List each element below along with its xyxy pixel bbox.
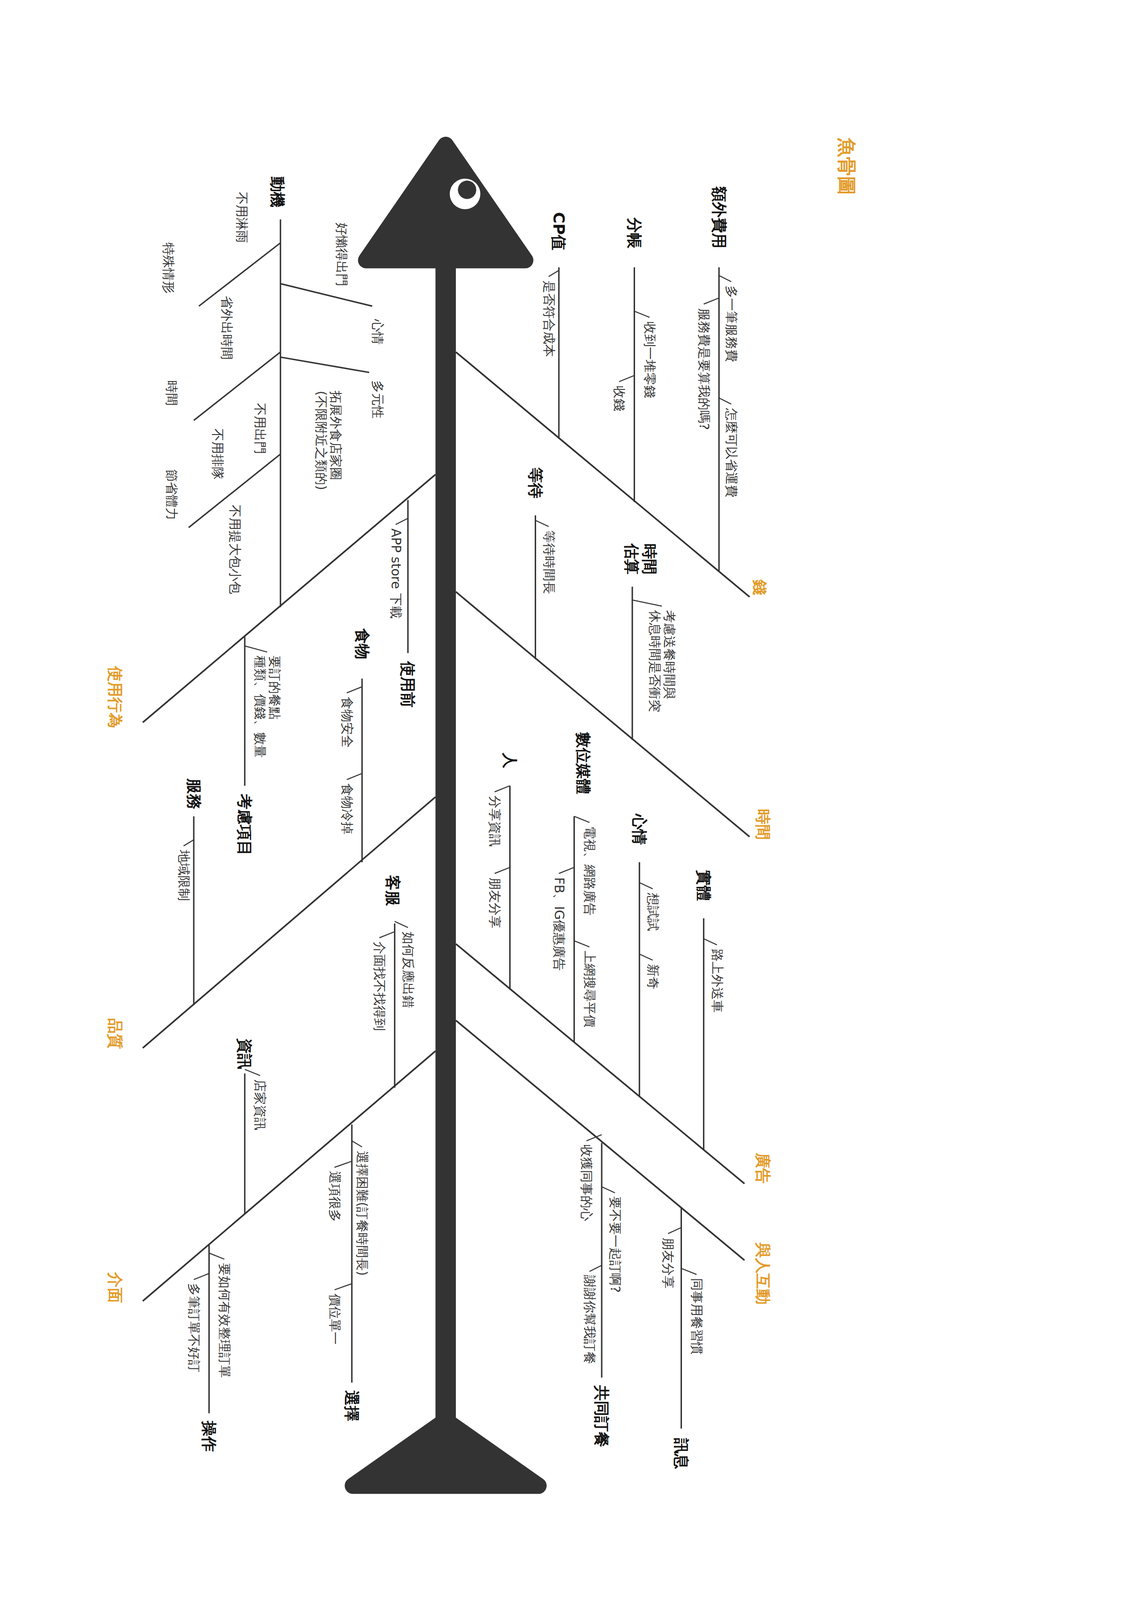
cause-label: 心情 — [370, 319, 385, 345]
branch-heading: 使用前 — [398, 661, 417, 708]
cause-label: 節省體力 — [164, 469, 179, 521]
cause-label: 省外出時間 — [218, 295, 234, 360]
diagram-title: 魚骨圖 — [835, 137, 858, 196]
branch-heading: 數位媒體 — [574, 732, 593, 795]
cause-label: FB、IG優惠廣告 — [551, 877, 567, 971]
cause-label: 要訂的餐點 種類、價錢、數量 — [252, 655, 282, 761]
cause-label: 謝謝你幫我訂餐 — [582, 1274, 597, 1364]
cause-label: 上網搜尋平價 — [582, 950, 597, 1028]
branch-heading: 操作 — [200, 1420, 218, 1452]
cause-label: 同事用餐習慣 — [689, 1277, 704, 1355]
branch-heading: 服務 — [184, 778, 203, 810]
cause-label: 不用排隊 — [209, 428, 225, 480]
cause-label: 朋友分享 — [660, 1237, 676, 1289]
branch-heading: CP值 — [549, 211, 568, 251]
category-label: 使用行為 — [106, 666, 124, 729]
cause-label: 時間 — [164, 380, 179, 406]
category-label: 品質 — [106, 1017, 124, 1049]
cause-label: 選項很多 — [327, 1170, 342, 1222]
cause-label: 是否符合成本 — [541, 280, 556, 357]
category-label: 錢 — [750, 579, 769, 595]
branch-heading: 共同訂餐 — [592, 1384, 611, 1447]
cause-label: 地域限制 — [175, 849, 191, 901]
category-label: 介面 — [106, 1271, 124, 1303]
branch-heading: 心情 — [630, 813, 649, 845]
cause-label: 不用淋雨 — [234, 191, 249, 243]
branch-heading: 等待 — [526, 467, 545, 499]
cause-label: 食物冷掉 — [339, 783, 354, 835]
branch-heading: 人 — [500, 752, 519, 769]
branch-heading: 考慮項目 — [235, 793, 254, 856]
cause-label: 好懶得出門 — [334, 222, 349, 287]
cause-label: 多一筆服務費 — [723, 285, 739, 362]
cause-label: APP store 下載 — [388, 528, 403, 619]
fish-pupil — [457, 180, 476, 199]
cause-label: 朋友分享 — [487, 877, 502, 929]
main-bones — [142, 351, 750, 1301]
branch-heading: 額外費用 — [710, 186, 729, 249]
category-label: 時間 — [754, 808, 772, 840]
fish-tail — [352, 1420, 539, 1486]
fish-eye — [449, 178, 481, 210]
branch-heading: 實體 — [694, 869, 713, 901]
cause-label: 收錢 — [611, 385, 627, 412]
cause-label: 選擇困難(訂餐時間長) — [354, 1150, 370, 1276]
cause-label: 服務費是要算我的嗎? — [696, 308, 711, 430]
cause-label: 介面找不找得到 — [371, 941, 387, 1031]
cause-label: 食物安全 — [339, 696, 354, 748]
branch-heading: 訊息 — [672, 1437, 691, 1469]
fish-head — [366, 144, 526, 261]
cause-label: 收獲同事的心 — [578, 1144, 594, 1221]
cause-label: 等待時間長 — [541, 530, 556, 594]
cause-label: 特殊情形 — [160, 242, 176, 294]
fish-spine — [435, 254, 456, 1429]
branch-heading: 選擇 — [342, 1389, 361, 1421]
cause-label: 不用提大包小包 — [227, 504, 242, 594]
cause-label: 想試試 — [645, 892, 661, 931]
branch-heading: 客服 — [383, 874, 402, 906]
branch-heading: 動機 — [268, 176, 287, 208]
branch-heading: 時間 估算 — [622, 543, 659, 578]
sub-bones — [188, 219, 719, 1429]
branch-heading: 食物 — [353, 628, 372, 660]
category-label: 與人互動 — [754, 1242, 772, 1305]
cause-label: 拓展外食店家圈 (不限附近之類的) — [313, 390, 343, 497]
cause-label: 分享資訊 — [487, 795, 502, 847]
cause-label: 不用出門 — [252, 402, 268, 455]
cause-label: 新奇 — [645, 963, 661, 990]
category-label: 廣告 — [754, 1152, 772, 1184]
cause-label: 如何反應出錯 — [400, 931, 416, 1008]
cause-label: 多筆訂單不好訂 — [186, 1282, 202, 1373]
cause-label: 要不要一起訂啊? — [607, 1196, 623, 1293]
cause-label: 店家資訊 — [252, 1079, 268, 1131]
cause-label: 電視、網路廣告 — [582, 826, 597, 916]
cause-label: 要如何有效整理訂單 — [216, 1262, 232, 1378]
cause-label: 路上外送車 — [709, 948, 725, 1013]
branch-heading: 分帳 — [625, 217, 644, 249]
cause-label: 收到一堆零錢 — [642, 321, 657, 398]
cause-label: 多元性 — [370, 380, 385, 419]
cause-label: 價位單一 — [327, 1293, 342, 1345]
leader-ticks — [183, 270, 732, 1290]
branch-heading: 資訊 — [235, 1038, 254, 1070]
cause-label: 考慮送餐時間與 休息時間是否衝突 — [647, 609, 677, 715]
cause-label: 怎麼可以省運費 — [723, 407, 739, 498]
